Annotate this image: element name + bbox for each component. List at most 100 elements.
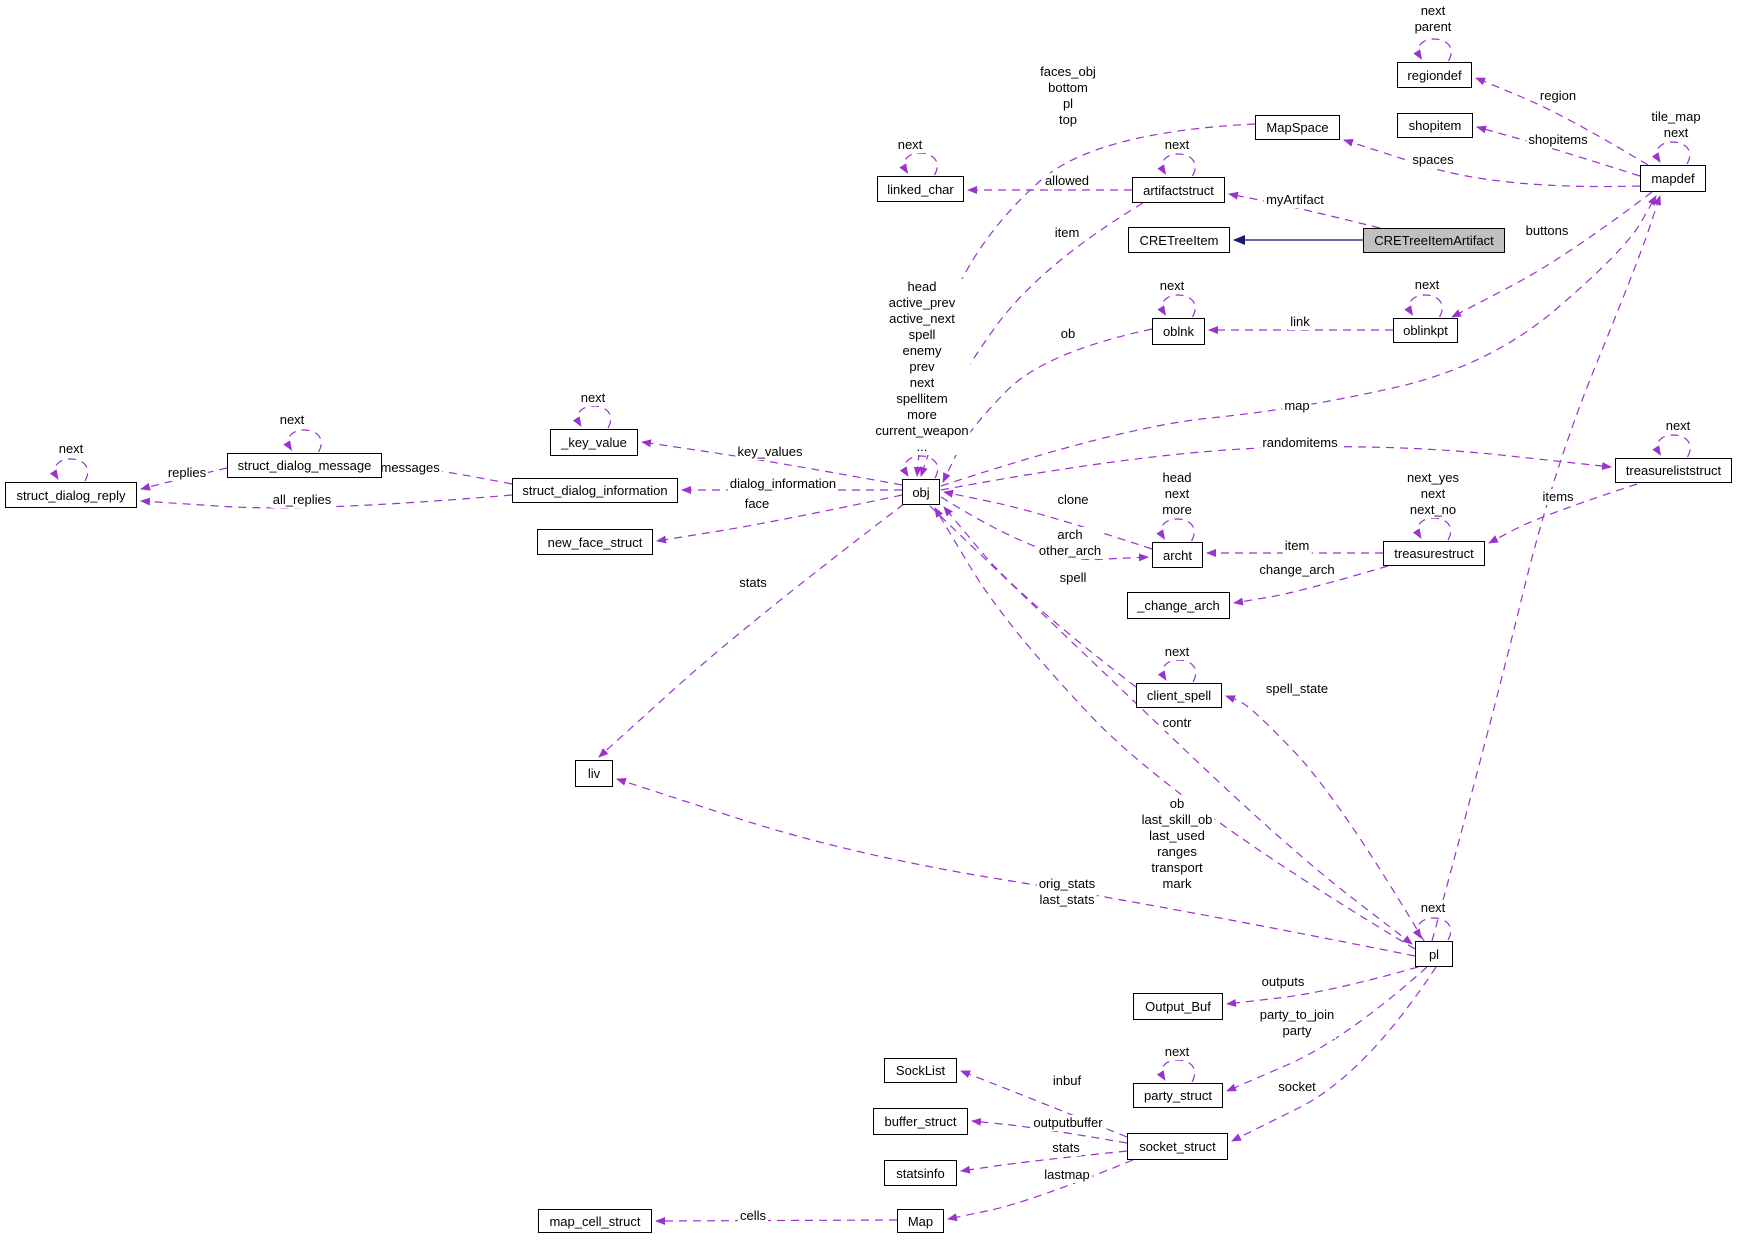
node-treasureliststruct[interactable]: treasureliststruct [1615, 458, 1732, 483]
edge-pl-to-party_struct [1226, 966, 1428, 1092]
edge-label-obj-liv: stats [737, 575, 769, 591]
self-loop-label-obj-line: more [907, 407, 937, 422]
node-party_struct[interactable]: party_struct [1133, 1083, 1223, 1108]
edge-label-client_spell-obj-line: spell [1059, 570, 1087, 585]
edge-label-socket_struct-buffer_struct: outputbuffer [1031, 1115, 1105, 1131]
node-SockList[interactable]: SockList [884, 1058, 957, 1083]
node-shopitem[interactable]: shopitem [1397, 113, 1473, 138]
node-linked_char[interactable]: linked_char [877, 176, 964, 202]
node-buffer_struct[interactable]: buffer_struct [873, 1108, 968, 1135]
node-struct_dialog_information[interactable]: struct_dialog_information [512, 478, 678, 503]
edge-label-pl-socket_struct: socket [1276, 1079, 1318, 1095]
node-_change_arch[interactable]: _change_arch [1127, 592, 1230, 619]
self-loop-label-obj-line: spellitem [896, 391, 948, 406]
self-loop-label-archt-line: head [1162, 470, 1192, 485]
edge-label-struct_dialog_information-struct_dialog_reply: all_replies [270, 492, 334, 508]
self-loop-struct_dialog_message [283, 429, 322, 453]
edge-obj-to-treasureliststruct [940, 446, 1612, 491]
node-CRETreeItemArtifact: CRETreeItemArtifact [1363, 228, 1505, 253]
self-loop-label-treasureliststruct: next [1663, 418, 1693, 434]
node-new_face_struct[interactable]: new_face_struct [537, 529, 653, 555]
edge-label-pl-Output_Buf-line: outputs [1261, 974, 1305, 989]
edge-label-obj-pl: contr [1160, 715, 1194, 731]
self-loop-label-pl-line: next [1420, 900, 1446, 915]
self-loop-label-obj-line: spell [908, 327, 936, 342]
edge-label-mapdef-regiondef: region [1537, 88, 1579, 104]
edge-treasureliststruct-to-treasurestruct [1488, 483, 1638, 544]
node-mapdef[interactable]: mapdef [1640, 165, 1706, 192]
node-Output_Buf[interactable]: Output_Buf [1133, 993, 1223, 1020]
node-liv[interactable]: liv [575, 760, 613, 787]
edge-oblnk-to-obj [942, 328, 1153, 483]
edge-label-socket_struct-SockList-line: inbuf [1052, 1073, 1082, 1088]
self-loop-obj [899, 455, 939, 479]
self-loop-label-_key_value-line: next [580, 390, 606, 405]
edge-obj-to-archt [940, 496, 1149, 562]
edge-mapdef-to-regiondef [1475, 77, 1649, 166]
node-_key_value[interactable]: _key_value [550, 429, 638, 456]
edge-label-socket_struct-buffer_struct-line: outputbuffer [1033, 1115, 1103, 1130]
edge-label-pl-obj-line: mark [1162, 876, 1192, 891]
node-statsinfo[interactable]: statsinfo [884, 1160, 957, 1186]
self-loop-archt [1156, 518, 1195, 542]
edge-label-obj-liv-line: stats [739, 575, 767, 590]
node-obj[interactable]: obj [902, 479, 940, 505]
self-loop-artifactstruct [1157, 153, 1196, 177]
edge-archt-to-obj [943, 489, 1153, 550]
edge-pl-to-liv [616, 777, 1416, 957]
edge-label-struct_dialog_information-struct_dialog_reply-line: all_replies [272, 492, 332, 507]
edge-label-pl-client_spell-line: spell_state [1265, 681, 1329, 696]
self-loop-label-mapdef-line: next [1663, 125, 1689, 140]
edge-label-pl-obj-line: last_used [1149, 828, 1205, 843]
node-archt[interactable]: archt [1152, 542, 1203, 568]
self-loop-label-linked_char-line: next [897, 137, 923, 152]
node-socket_struct[interactable]: socket_struct [1127, 1133, 1228, 1160]
edge-label-Map-map_cell_struct-line: cells [739, 1208, 767, 1223]
self-loop-label-obj-line: head [907, 279, 937, 294]
edge-label-obj-struct_dialog_information-line: dialog_information [729, 476, 837, 491]
self-loop-label-pl: next [1418, 900, 1448, 916]
node-map_cell_struct[interactable]: map_cell_struct [538, 1209, 652, 1233]
edge-label-artifactstruct-linked_char: allowed [1042, 173, 1092, 189]
node-regiondef[interactable]: regiondef [1397, 62, 1472, 88]
node-artifactstruct[interactable]: artifactstruct [1132, 177, 1225, 203]
node-struct_dialog_message[interactable]: struct_dialog_message [227, 453, 382, 478]
self-loop-label-oblinkpt-line: next [1414, 277, 1440, 292]
edge-label-oblinkpt-oblnk: link [1288, 314, 1312, 330]
edge-label-oblinkpt-oblnk-line: link [1290, 314, 1310, 329]
node-Map[interactable]: Map [897, 1209, 944, 1233]
node-pl[interactable]: pl [1415, 941, 1453, 967]
self-loop-label-obj-line: enemy [902, 343, 942, 358]
edge-label-obj-archt-line: arch [1057, 527, 1083, 542]
edge-label-treasurestruct-archt: item [1282, 538, 1312, 554]
node-oblnk[interactable]: oblnk [1152, 318, 1205, 345]
node-client_spell[interactable]: client_spell [1136, 683, 1222, 708]
edge-label-obj-struct_dialog_information: dialog_information [727, 476, 839, 492]
edge-socket_struct-to-Map [947, 1159, 1134, 1222]
self-loop-mapdef [1651, 141, 1691, 165]
edge-obj-to-mapdef [940, 195, 1657, 487]
node-struct_dialog_reply[interactable]: struct_dialog_reply [5, 482, 137, 508]
node-MapSpace[interactable]: MapSpace [1255, 115, 1340, 140]
node-oblinkpt[interactable]: oblinkpt [1393, 318, 1458, 343]
edge-label-mapdef-oblinkpt-line: buttons [1525, 223, 1569, 238]
edge-label-artifactstruct-obj-line: item [1054, 225, 1080, 240]
node-treasurestruct[interactable]: treasurestruct [1383, 541, 1485, 566]
edge-obj-to-liv [598, 503, 905, 758]
edge-treasurestruct-to-_change_arch [1233, 565, 1389, 606]
self-loop-label-struct_dialog_reply-line: next [58, 441, 84, 456]
edge-label-struct_dialog_message-struct_dialog_reply-line: replies [167, 465, 207, 480]
edge-label-struct_dialog_message-struct_dialog_reply: replies [165, 465, 209, 481]
self-loop-label-mapdef-line: tile_map [1651, 109, 1701, 124]
edge-label-treasurestruct-archt-line: item [1284, 538, 1310, 553]
edge-label-archt-obj: clone [1055, 492, 1091, 508]
self-loop-label-struct_dialog_reply: next [56, 441, 86, 457]
edge-label-artifactstruct-obj: item [1052, 225, 1082, 241]
node-CRETreeItem[interactable]: CRETreeItem [1128, 227, 1230, 253]
